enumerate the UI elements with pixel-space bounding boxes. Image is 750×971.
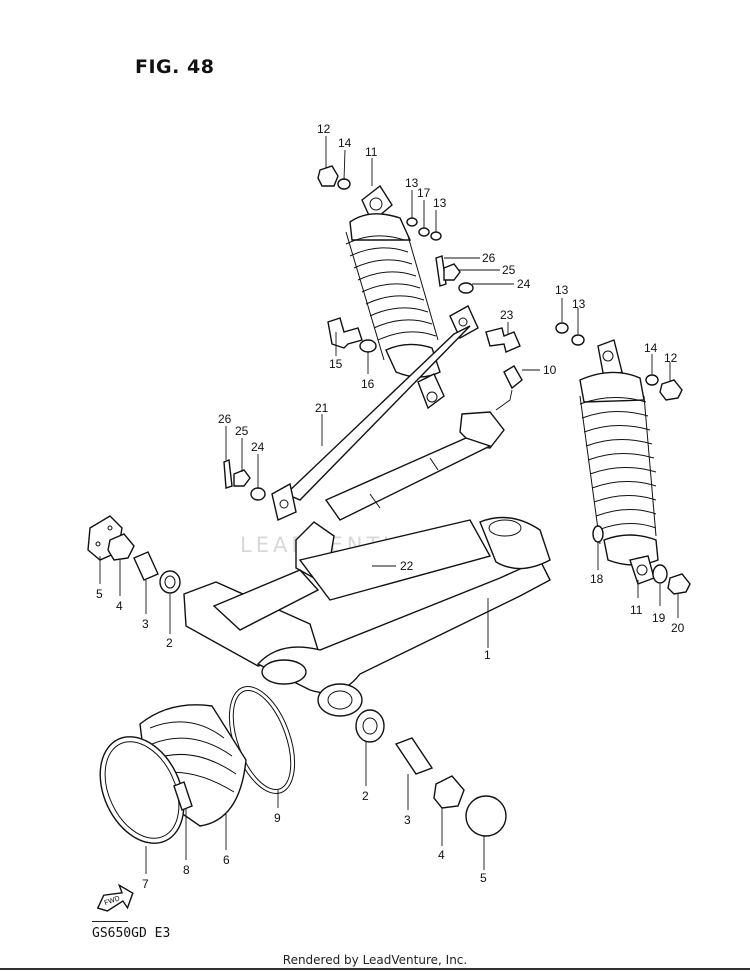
cap-nut-right[interactable] xyxy=(659,379,683,401)
callout-2: 2 xyxy=(362,789,369,803)
callout-4: 4 xyxy=(116,599,123,613)
callout-11: 11 xyxy=(365,145,378,159)
model-code-rule xyxy=(92,921,128,922)
washer-13-d[interactable] xyxy=(571,334,585,346)
callout-13: 13 xyxy=(405,176,419,190)
washer-13-c[interactable] xyxy=(555,322,569,334)
figure-title: FIG. 48 xyxy=(135,56,215,78)
callout-4: 4 xyxy=(438,848,445,862)
callout-10: 10 xyxy=(543,363,557,377)
callout-13: 13 xyxy=(572,297,586,311)
axle-sleeve-3-right[interactable] xyxy=(394,737,434,775)
cap-nut-20[interactable] xyxy=(667,573,691,595)
footer-rule xyxy=(0,968,750,970)
torque-link-rod[interactable] xyxy=(271,305,479,521)
forward-arrow-icon: FWD xyxy=(96,883,134,912)
callout-19: 19 xyxy=(652,611,666,625)
callout-2: 2 xyxy=(166,636,173,650)
washer-14-upper[interactable] xyxy=(337,178,351,190)
bush-18[interactable] xyxy=(592,525,604,543)
washer-13-b[interactable] xyxy=(430,231,442,241)
boot-clamp-7[interactable] xyxy=(84,723,200,857)
bearing-2-right[interactable] xyxy=(355,709,385,743)
callout-14: 14 xyxy=(338,136,352,150)
washer-24-lower[interactable] xyxy=(250,487,266,501)
callout-12: 12 xyxy=(664,351,678,365)
washer-24-upper[interactable] xyxy=(458,282,474,294)
callout-23: 23 xyxy=(500,308,514,322)
callout-14: 14 xyxy=(644,341,658,355)
callout-20: 20 xyxy=(671,621,685,635)
washer-14-right[interactable] xyxy=(645,374,659,386)
cap-nut-upper-left[interactable] xyxy=(317,165,339,187)
callout-16: 16 xyxy=(361,377,375,391)
axle-cap-5-right[interactable] xyxy=(465,795,507,837)
render-credit: Rendered by LeadVenture, Inc. xyxy=(282,953,468,967)
washer-13-a[interactable] xyxy=(406,217,418,227)
callout-25: 25 xyxy=(235,424,249,438)
callout-3: 3 xyxy=(404,813,411,827)
leader-lines xyxy=(99,136,679,874)
bolt-15[interactable] xyxy=(327,317,363,349)
washer-16[interactable] xyxy=(359,339,377,353)
callout-26: 26 xyxy=(218,412,232,426)
axle-nut-4-left[interactable] xyxy=(107,533,135,561)
callout-22: 22 xyxy=(400,559,414,573)
callout-15: 15 xyxy=(329,357,343,371)
right-shock-absorber[interactable] xyxy=(579,339,659,585)
callout-24: 24 xyxy=(517,277,531,291)
callout-21: 21 xyxy=(315,401,329,415)
callout-11: 11 xyxy=(630,603,643,617)
washer-17[interactable] xyxy=(418,227,430,237)
brake-torque-arm[interactable] xyxy=(324,411,505,521)
swing-arm[interactable] xyxy=(183,516,551,717)
callout-13: 13 xyxy=(433,196,447,210)
model-code: GS650GD E3 xyxy=(92,926,171,941)
callout-25: 25 xyxy=(502,263,516,277)
nut-25-lower[interactable] xyxy=(233,469,251,487)
callout-8: 8 xyxy=(183,863,190,877)
callout-6: 6 xyxy=(223,853,230,867)
callout-17: 17 xyxy=(417,186,431,200)
callout-3: 3 xyxy=(142,617,149,631)
callout-24: 24 xyxy=(251,440,265,454)
left-shock-absorber[interactable] xyxy=(345,184,445,410)
axle-nut-4-right[interactable] xyxy=(433,775,465,809)
callout-13: 13 xyxy=(555,283,569,297)
washer-19[interactable] xyxy=(652,564,668,584)
callout-12: 12 xyxy=(317,122,331,136)
bolt-10[interactable] xyxy=(503,365,523,390)
callout-26: 26 xyxy=(482,251,496,265)
callout-1: 1 xyxy=(484,648,491,662)
clamp-screw-8[interactable] xyxy=(173,781,193,811)
axle-sleeve-3-left[interactable] xyxy=(133,551,159,581)
cotter-pin-26-lower[interactable] xyxy=(223,459,233,489)
callout-5: 5 xyxy=(480,871,487,885)
callout-7: 7 xyxy=(142,877,149,891)
bearing-2-left[interactable] xyxy=(159,570,181,594)
callout-5: 5 xyxy=(96,587,103,601)
callout-18: 18 xyxy=(590,572,604,586)
bolt-23[interactable] xyxy=(485,327,521,353)
callout-9: 9 xyxy=(274,811,281,825)
nut-25-upper[interactable] xyxy=(443,263,461,281)
